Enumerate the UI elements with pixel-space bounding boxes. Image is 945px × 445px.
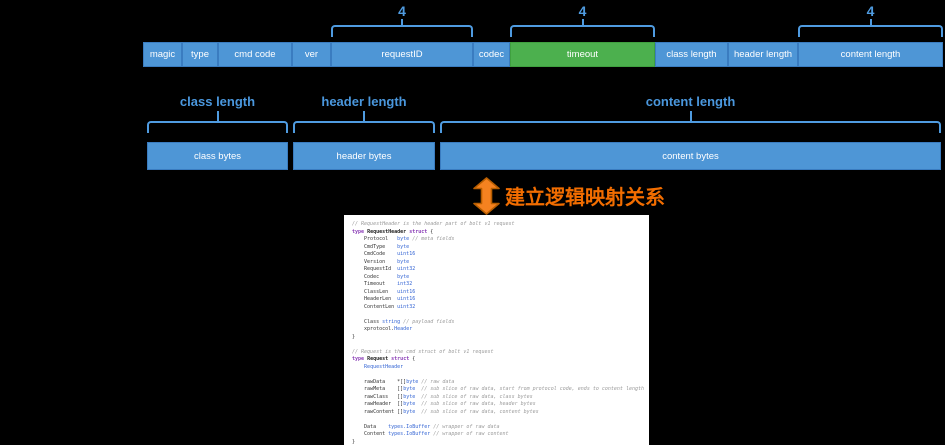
code-line — [352, 341, 649, 349]
code-line: HeaderLen uint16 — [352, 296, 416, 302]
code-line: // RequestHeader is the header part of b… — [352, 221, 515, 227]
length-label-class-length: class length — [179, 94, 256, 109]
size-bracket — [331, 25, 473, 37]
mapping-double-arrow-icon — [472, 177, 501, 215]
code-line: CmdCode uint16 — [352, 251, 416, 257]
length-label-content-length: content length — [645, 94, 736, 109]
code-line: ContentLen uint32 — [352, 303, 416, 310]
mapping-label: 建立逻辑映射关系 — [505, 185, 665, 209]
code-line: Class string // payload fields — [352, 318, 455, 325]
code-line — [352, 371, 649, 379]
code-line: rawData *[]byte // raw data — [352, 378, 455, 385]
size-bracket — [293, 121, 435, 133]
code-line: Data types.IoBuffer // wrapper of raw da… — [352, 423, 500, 430]
code-line — [352, 311, 649, 319]
code-line: ClassLen uint16 — [352, 288, 416, 295]
size-4-label: 4 — [866, 3, 875, 19]
field-content-bytes: content bytes — [440, 142, 941, 170]
bracket-center-tick — [869, 19, 872, 25]
size-bracket — [440, 121, 941, 133]
code-line: xprotocol.Header — [352, 326, 413, 332]
length-label-header-length: header length — [321, 94, 407, 109]
field-header-length: header length — [728, 42, 798, 67]
field-class-length: class length — [655, 42, 728, 67]
code-line: } — [352, 438, 356, 445]
code-line: // Request is the cmd struct of bolt v1 … — [352, 348, 494, 355]
bracket-center-tick — [401, 19, 403, 25]
size-bracket — [510, 25, 655, 37]
go-code-panel: // RequestHeader is the header part of b… — [344, 215, 649, 445]
code-line: RequestId uint32 — [352, 266, 416, 272]
bracket-center-tick — [363, 111, 365, 121]
code-line: type Request struct { — [352, 356, 416, 362]
code-line: rawMeta []byte // sub slice of raw data,… — [352, 386, 645, 392]
code-line: Codec byte — [352, 273, 410, 280]
size-4-label: 4 — [398, 3, 406, 19]
bracket-center-tick — [216, 111, 219, 121]
field-requestID: requestID — [331, 42, 473, 67]
field-content-length: content length — [798, 42, 943, 67]
bracket-center-tick — [689, 111, 692, 121]
code-line: RequestHeader — [364, 363, 404, 370]
field-codec: codec — [473, 42, 510, 67]
code-line: } — [352, 333, 356, 340]
code-line: Timeout int32 — [352, 281, 413, 287]
field-cmd-code: cmd code — [218, 42, 292, 67]
code-line: rawContent []byte // sub slice of raw da… — [352, 408, 539, 415]
code-line: Content types.IoBuffer // wrapper of raw… — [352, 431, 509, 437]
field-type: type — [182, 42, 218, 67]
go-source-code: // RequestHeader is the header part of b… — [344, 215, 649, 445]
code-line: type RequestHeader struct { — [352, 228, 434, 235]
code-line: Version byte — [352, 258, 410, 265]
bracket-center-tick — [581, 19, 584, 25]
size-4-label: 4 — [578, 3, 587, 19]
field-timeout: timeout — [510, 42, 655, 67]
field-magic: magic — [143, 42, 182, 67]
code-line — [352, 416, 649, 424]
field-class-bytes: class bytes — [147, 142, 288, 170]
field-ver: ver — [292, 42, 331, 67]
size-bracket — [147, 121, 288, 133]
code-line: Protocol byte // meta fields — [352, 236, 455, 242]
code-line: CmdType byte — [352, 243, 410, 250]
size-bracket — [798, 25, 943, 37]
code-line: rawHeader []byte // sub slice of raw dat… — [352, 401, 536, 407]
field-header-bytes: header bytes — [293, 142, 435, 170]
code-line: rawClass []byte // sub slice of raw data… — [352, 393, 533, 400]
